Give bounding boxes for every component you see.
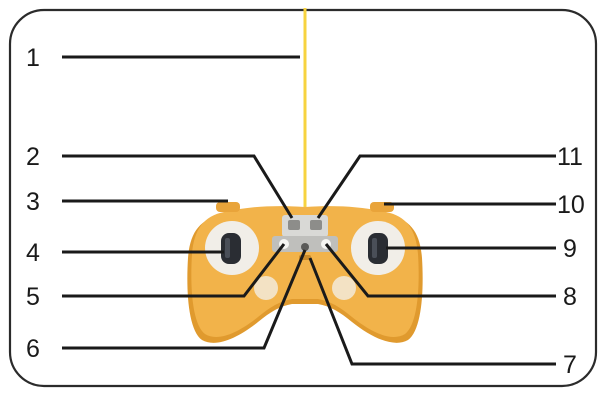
left-stick-knob-highlight	[225, 238, 230, 258]
callout-5: 5	[26, 283, 40, 311]
left-stick-knob	[221, 233, 241, 264]
callout-3: 3	[26, 188, 40, 216]
center-switch-right	[310, 220, 322, 230]
callout-7: 7	[563, 351, 577, 379]
callout-11: 11	[557, 143, 583, 171]
center-button-middle	[301, 243, 309, 251]
right-stick-knob	[368, 233, 388, 264]
callout-4: 4	[26, 239, 40, 267]
callout-6: 6	[26, 335, 40, 363]
callout-10: 10	[557, 191, 585, 219]
center-switch-left	[288, 220, 300, 230]
callout-1: 1	[26, 44, 40, 72]
right-stick-knob-highlight	[372, 238, 377, 258]
diagram-frame	[10, 10, 596, 386]
remote-controller	[187, 202, 422, 343]
callout-8: 8	[563, 283, 577, 311]
right-grip-button	[332, 276, 356, 300]
callout-9: 9	[563, 235, 577, 263]
left-shoulder-trigger	[216, 202, 240, 212]
callout-2: 2	[26, 143, 40, 171]
